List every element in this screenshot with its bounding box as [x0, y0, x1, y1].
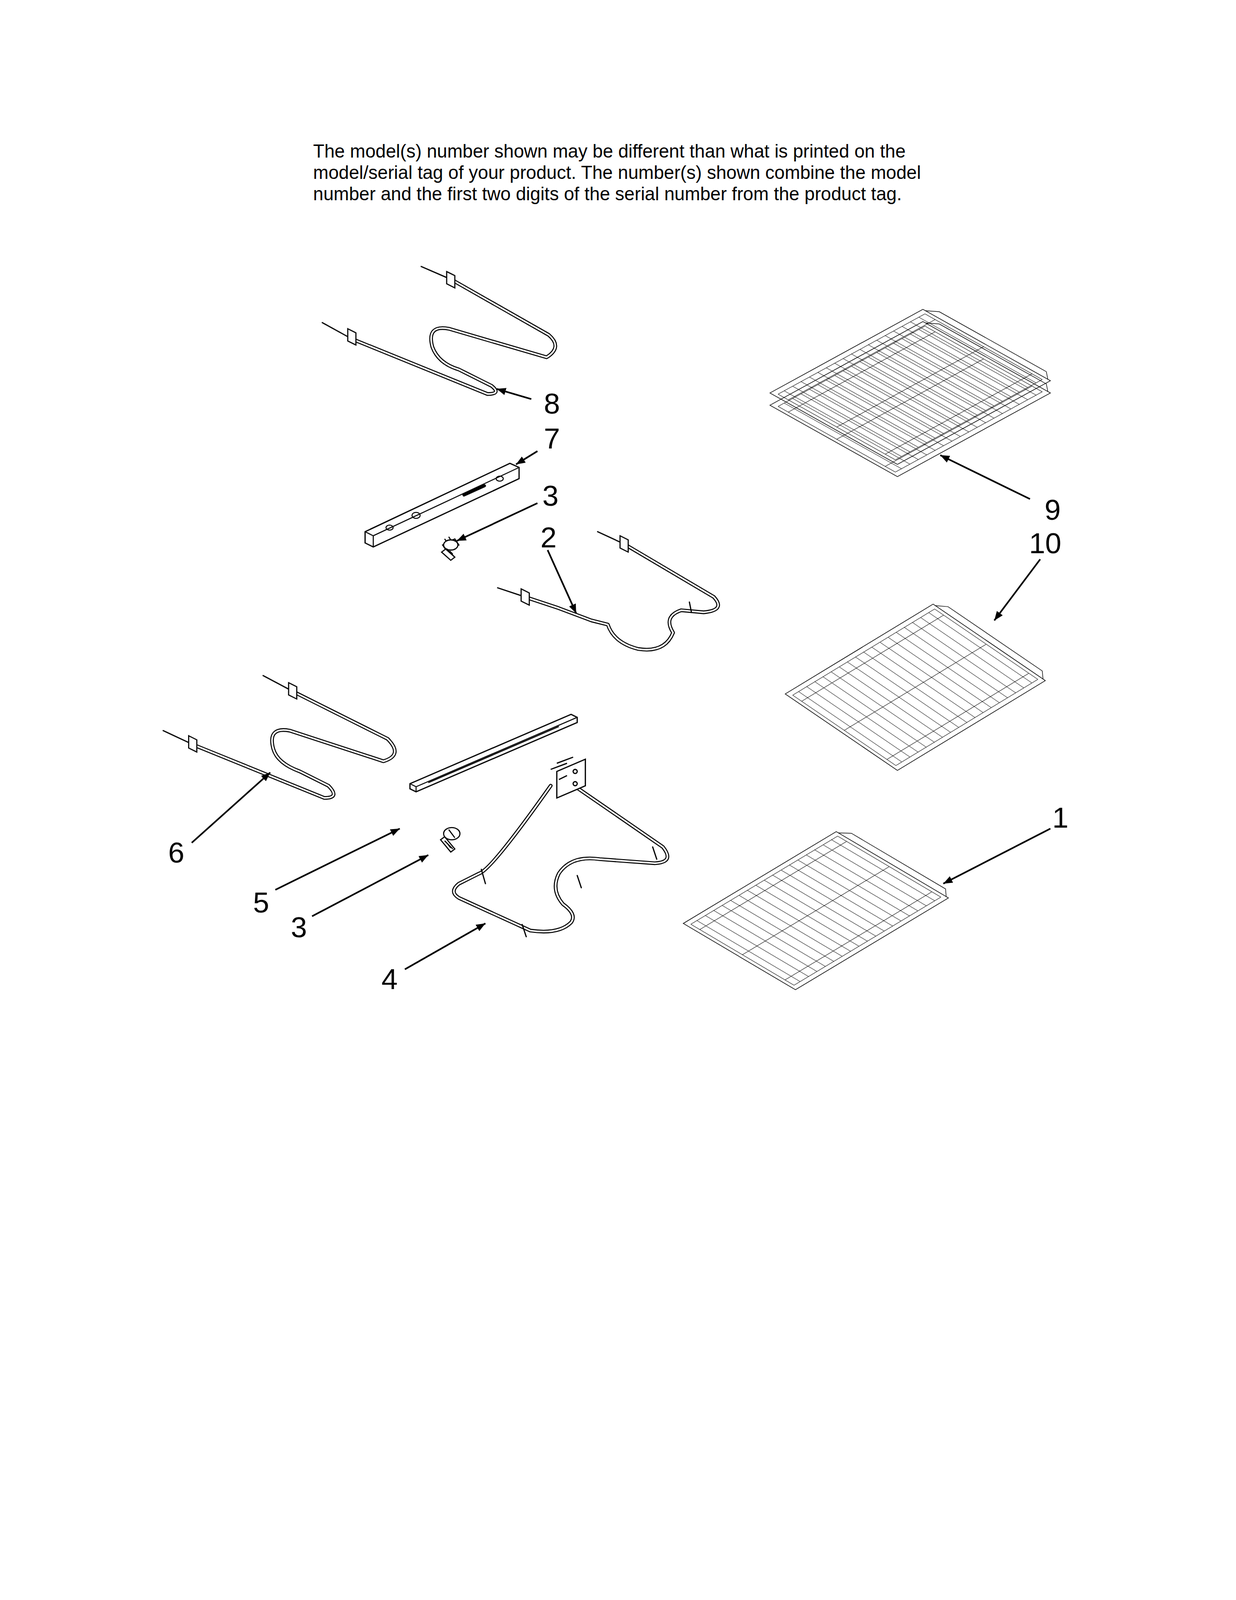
callout-number: 3 [542, 479, 559, 512]
callout-number: 10 [1029, 527, 1062, 560]
callout-number: 7 [543, 422, 560, 455]
callout-number: 3 [290, 911, 307, 944]
callout-number: 9 [1044, 493, 1061, 526]
callout-number: 8 [543, 387, 560, 420]
callout-number: 2 [540, 521, 557, 554]
model-note: The model(s) number shown may be differe… [313, 140, 963, 205]
callout-number: 1 [1052, 801, 1069, 834]
callout-number: 5 [253, 886, 270, 919]
callout-number: 6 [168, 836, 185, 869]
callout-number: 4 [381, 963, 398, 996]
